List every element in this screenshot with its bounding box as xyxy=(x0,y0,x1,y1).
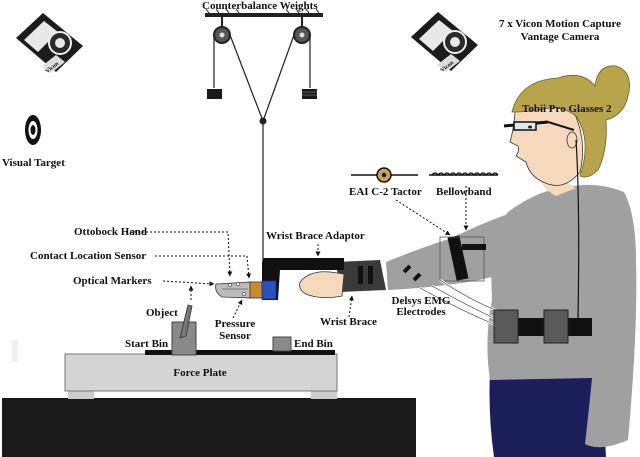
person xyxy=(299,65,637,457)
label-start-bin: Start Bin xyxy=(125,338,169,350)
annotation-arrows xyxy=(126,186,469,319)
label-contact-location-sensor: Contact Location Sensor xyxy=(30,250,147,262)
label-optical-markers: Optical Markers xyxy=(73,275,152,287)
label-bellowband: Bellowband xyxy=(436,186,492,198)
emg-unit-left xyxy=(493,309,519,344)
visual-target-icon xyxy=(25,115,41,145)
label-tobii: Tobii Pro Glasses 2 xyxy=(522,103,612,115)
weight-left xyxy=(207,89,222,99)
bellowband-icon xyxy=(429,172,499,176)
vicon-camera-right xyxy=(411,12,478,72)
label-vicon-line2: Vantage Camera xyxy=(520,31,600,43)
label-end-bin: End Bin xyxy=(294,338,333,350)
wrist-brace-adaptor xyxy=(262,258,344,300)
ottobock-hand xyxy=(215,280,277,300)
label-delsys-line2: Electrodes xyxy=(396,306,446,318)
object-stick xyxy=(179,304,193,339)
label-pressure-line2: Sensor xyxy=(219,330,251,342)
label-force-plate: Force Plate xyxy=(173,367,227,379)
vicon-camera-left xyxy=(16,13,83,73)
weight-right xyxy=(302,89,317,99)
eai-tactor-icon xyxy=(351,167,418,183)
label-ottobock-hand: Ottobock Hand xyxy=(74,226,148,238)
label-visual-target: Visual Target xyxy=(2,157,65,169)
table xyxy=(2,398,416,457)
label-delsys-line1: Delsys EMG xyxy=(391,295,451,307)
label-object: Object xyxy=(146,307,178,319)
counterbalance-pulley-system xyxy=(205,8,323,262)
end-bin xyxy=(272,336,292,352)
label-eai-tactor: EAI C-2 Tactor xyxy=(349,186,422,198)
force-plate xyxy=(64,350,338,399)
label-counterbalance-weights: Counterbalance Weights xyxy=(202,0,318,12)
label-wrist-brace: Wrist Brace xyxy=(320,316,377,328)
emg-unit-right xyxy=(543,309,569,344)
label-pressure-line1: Pressure xyxy=(214,318,256,330)
label-vicon-line1: 7 x Vicon Motion Capture xyxy=(498,18,622,30)
label-wrist-brace-adaptor: Wrist Brace Adaptor xyxy=(266,230,365,242)
